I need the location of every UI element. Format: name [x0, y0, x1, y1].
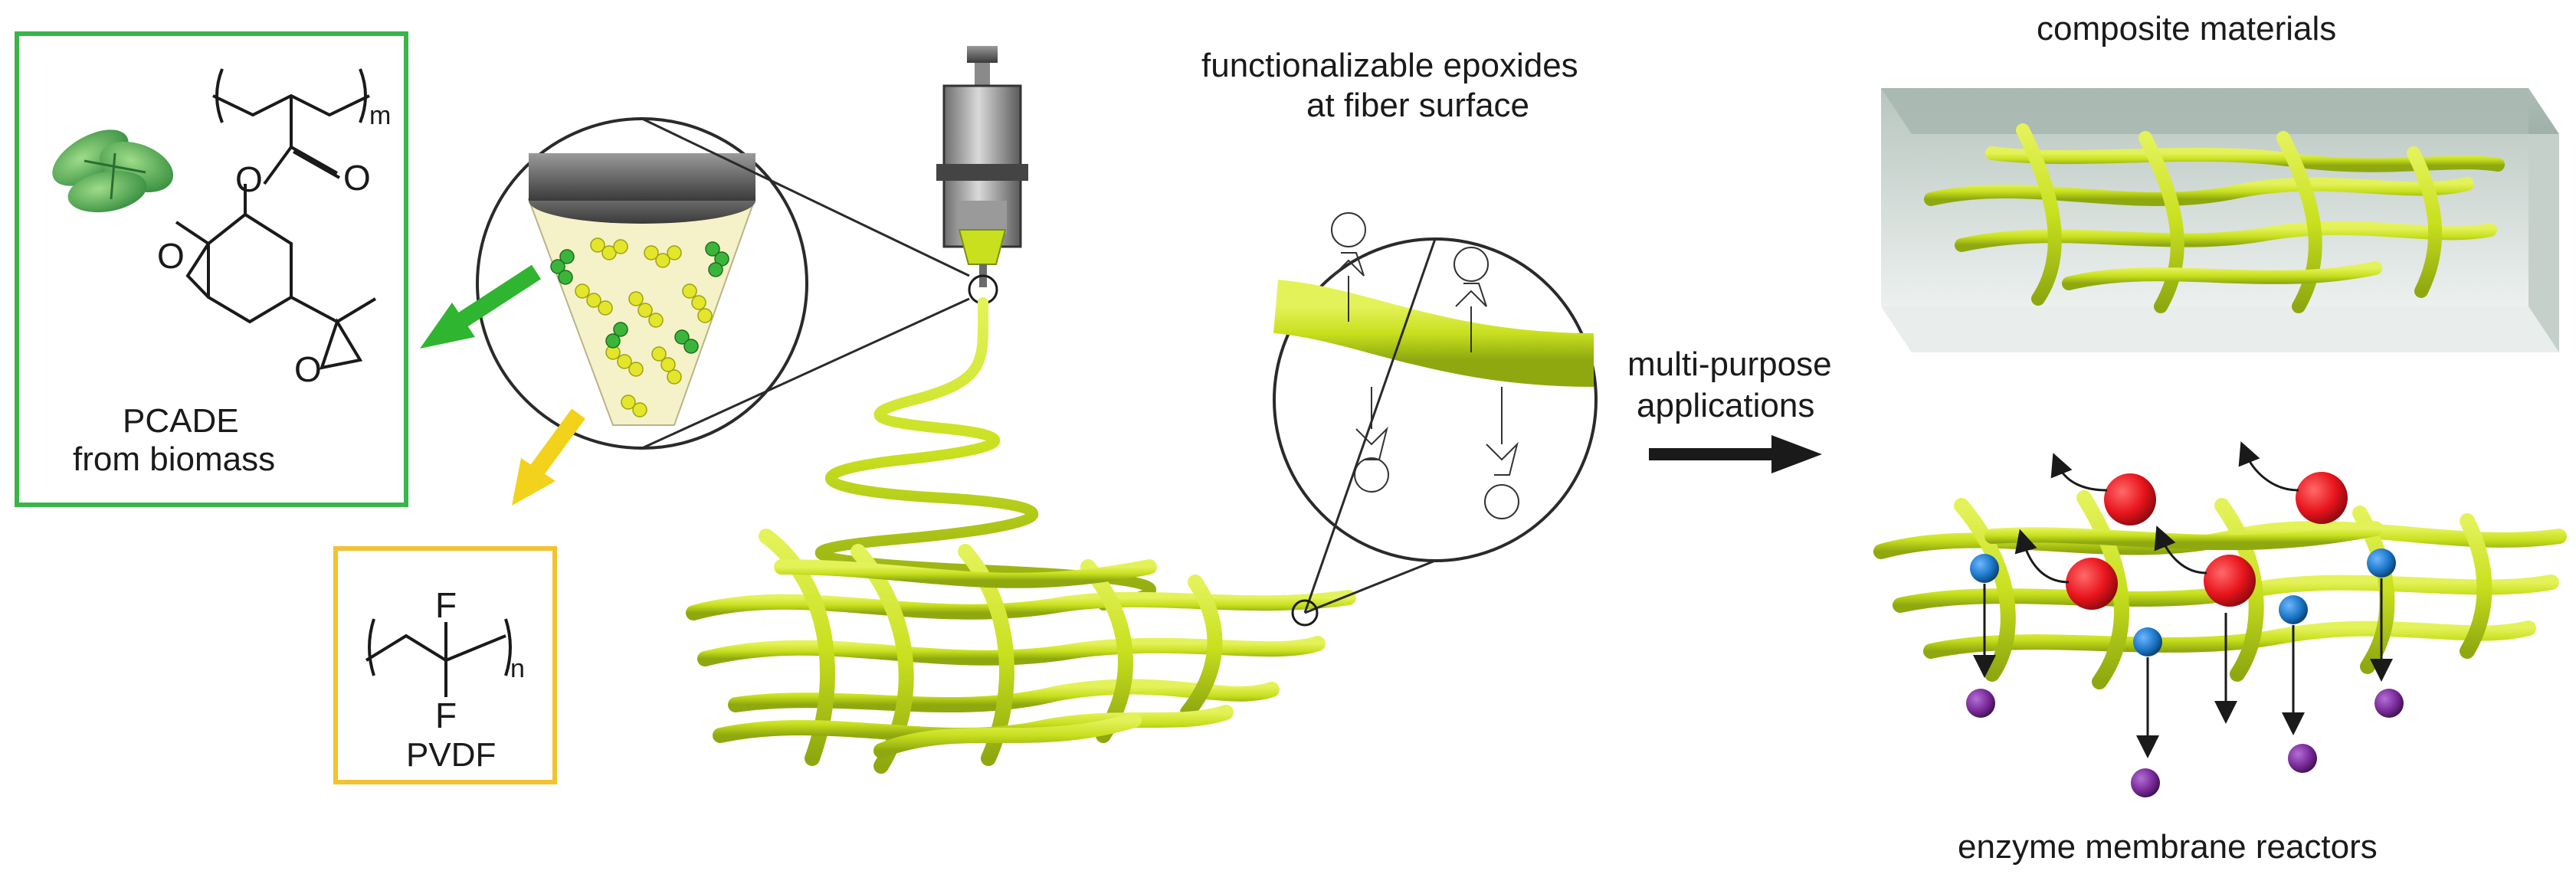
applications-label-line1: multi-purpose: [1627, 345, 1832, 383]
product-flow-arrows: [1973, 578, 2393, 758]
mint-leaf-icon: [52, 129, 174, 213]
pvdf-fluorine-top: F: [435, 585, 457, 625]
enzyme-reactors-label: enzyme membrane reactors: [1958, 828, 2378, 866]
pvdf-label: PVDF: [406, 736, 496, 774]
pcade-label: PCADE: [123, 402, 239, 440]
pcade-structure: [175, 68, 377, 370]
enzyme-reactor: [1873, 441, 2567, 797]
solution-zoom-circle: [476, 117, 970, 450]
substrate-molecules: [2066, 472, 2348, 610]
pcade-panel: m O O O O PCADE from biomass: [15, 31, 408, 507]
green-arrow-icon: [420, 264, 541, 349]
enzyme-molecules: [1970, 548, 2396, 656]
pvdf-repeat-subscript: n: [510, 654, 525, 683]
side-epoxide-oxygen: O: [294, 349, 322, 389]
pvdf-fluorine-bottom: F: [435, 696, 457, 735]
pcade-source-label: from biomass: [73, 440, 275, 478]
yellow-arrow-icon: [512, 408, 585, 506]
composite-fibers: [1924, 123, 2505, 313]
applications-arrow-icon: [1649, 435, 1822, 473]
syringe-icon: [936, 46, 1028, 305]
applications-label-line2: applications: [1637, 387, 1814, 424]
surface-epoxide-groups: [1331, 212, 1519, 519]
substrate-flow-arrows: [2014, 441, 2299, 584]
polymer-coils: [550, 237, 729, 417]
composite-materials-box: [1881, 88, 2559, 352]
ring-epoxide-oxygen: O: [157, 236, 185, 276]
fiber-mat-main: [686, 529, 1356, 774]
product-molecules: [1966, 689, 2404, 797]
ester-oxygen: O: [235, 159, 263, 199]
epoxide-label-line1: functionalizable epoxides: [1201, 47, 1578, 84]
carbonyl-oxygen: O: [343, 158, 371, 198]
epoxide-label-line2: at fiber surface: [1306, 87, 1529, 124]
pcade-border: [15, 31, 408, 507]
epoxide-zoom-circle: [1273, 212, 1598, 627]
pvdf-structure: [365, 618, 512, 697]
pvdf-panel: F F n PVDF: [333, 546, 557, 784]
composite-materials-label: composite materials: [2037, 10, 2336, 47]
pcade-repeat-subscript: m: [369, 101, 391, 130]
